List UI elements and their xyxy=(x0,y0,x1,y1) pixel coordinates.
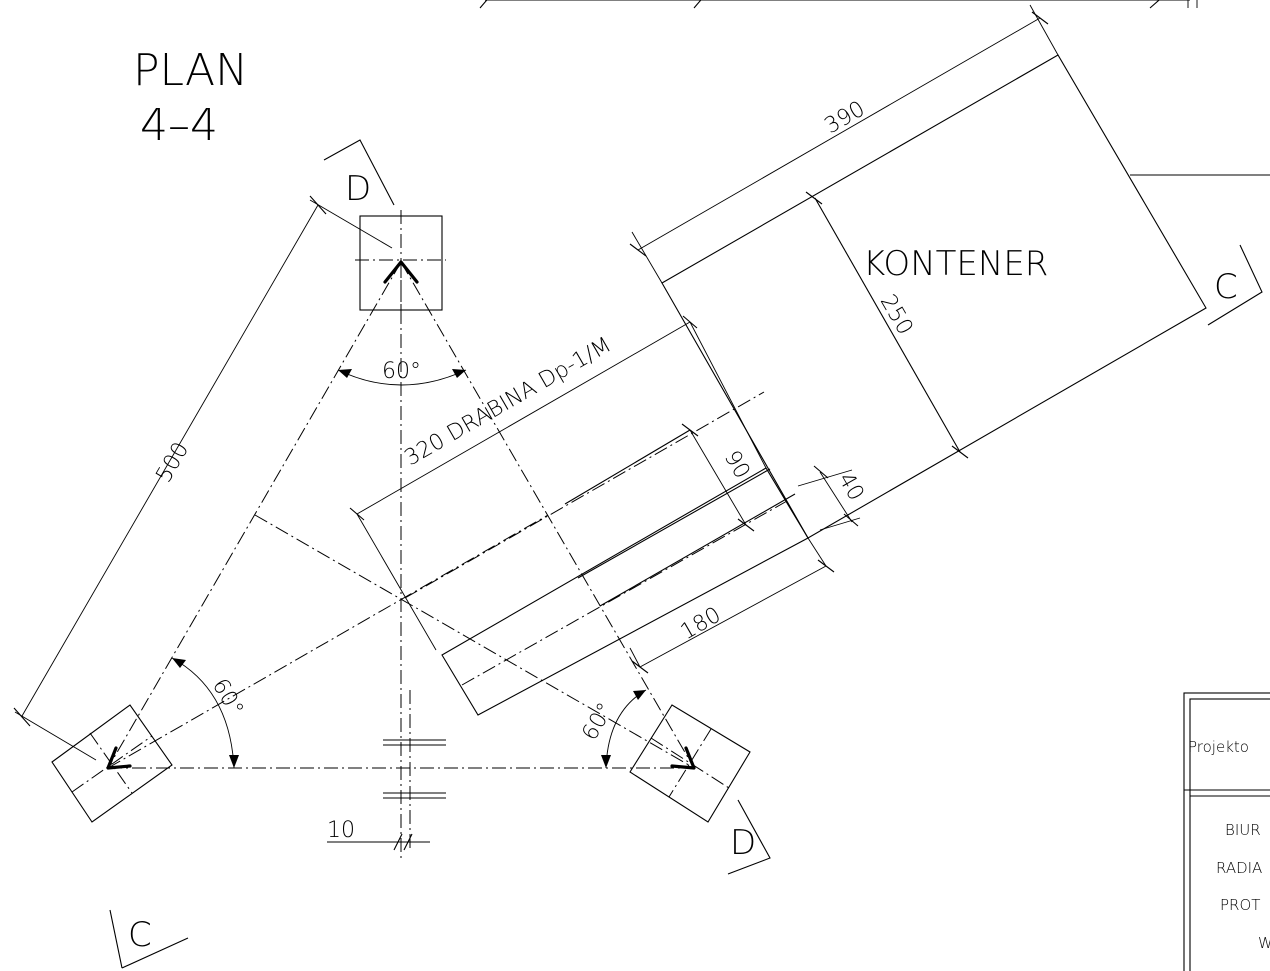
dimension-390-label: 390 xyxy=(821,97,870,140)
dimension-40 xyxy=(797,465,861,531)
section-label-c-bottom: C xyxy=(128,915,152,955)
angle-arc-left xyxy=(171,657,239,769)
title-block-line-2: BIUR xyxy=(1225,821,1261,839)
tower-axes xyxy=(107,261,765,860)
section-marker-d-bottom xyxy=(727,799,771,875)
container-label: KONTENER xyxy=(863,244,1048,284)
container-outline xyxy=(661,54,1270,539)
section-marker-c-bottom xyxy=(109,909,189,969)
angle-label-right: 60° xyxy=(578,699,619,745)
ladder-bars xyxy=(383,690,446,850)
foundation-pad-left xyxy=(51,704,173,823)
dimension-90 xyxy=(681,423,755,532)
dimension-180-label: 180 xyxy=(677,603,726,646)
dimension-180 xyxy=(629,537,835,674)
top-dimension-line xyxy=(479,0,1198,9)
angle-arc-right xyxy=(601,689,647,769)
dimension-320 xyxy=(349,315,767,651)
title-block-line-5: W xyxy=(1258,934,1270,952)
corner-mark-left xyxy=(106,746,132,770)
ladder-label: 320 DRABINA Dp-1/M xyxy=(401,333,616,472)
angle-label-top: 60° xyxy=(382,359,421,384)
section-marker-c-right xyxy=(1207,244,1263,326)
foundation-pad-right xyxy=(629,704,751,823)
angle-arc-top xyxy=(337,369,467,386)
title-block-designer: Projekto xyxy=(1188,738,1249,756)
section-label-d-top: D xyxy=(345,169,371,209)
plan-title: PLAN xyxy=(133,45,248,96)
title-block xyxy=(1183,692,1270,971)
dimension-10-label: 10 xyxy=(327,818,355,843)
title-block-line-3: RADIA xyxy=(1216,859,1262,877)
angle-label-left: 60° xyxy=(207,675,248,721)
section-label-c-right: C xyxy=(1214,267,1238,307)
dimension-500-label: 500 xyxy=(152,438,195,487)
corner-mark-right xyxy=(670,746,696,770)
dimension-390 xyxy=(629,4,1059,284)
section-label-d-bottom: D xyxy=(730,823,756,863)
dimension-500 xyxy=(13,195,393,761)
dimension-250-ticks xyxy=(805,191,969,459)
plan-subtitle: 4–4 xyxy=(140,100,218,151)
corner-mark-top xyxy=(383,260,419,284)
section-marker-d-top xyxy=(323,139,395,206)
title-block-line-4: PROT xyxy=(1220,896,1260,914)
dimension-10 xyxy=(327,833,430,851)
ladder-outline xyxy=(441,429,809,716)
